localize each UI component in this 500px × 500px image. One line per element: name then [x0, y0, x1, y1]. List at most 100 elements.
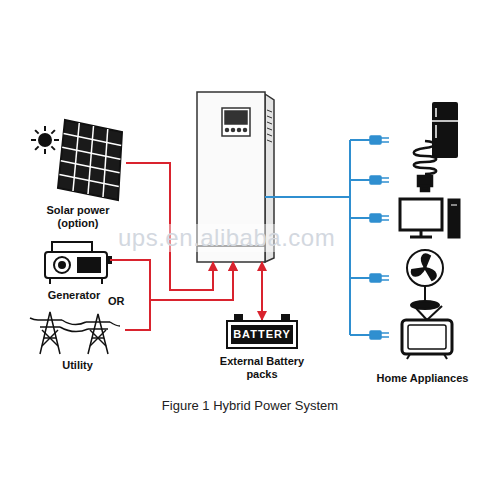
appliance-plugs — [381, 275, 389, 277]
solar-panel — [59, 174, 118, 186]
computer-icon — [448, 199, 460, 238]
computer-icon — [410, 236, 432, 239]
sun-icon — [44, 149, 46, 154]
refrigerator-icon — [435, 108, 437, 117]
fan-icon — [422, 255, 430, 269]
power-towers — [90, 330, 106, 346]
fan-icon — [407, 250, 443, 286]
sun-icon — [54, 139, 59, 141]
sun-icon — [39, 134, 51, 146]
battery-box: BATTERYExternal Battery packs — [215, 320, 309, 381]
inverter-unit — [225, 111, 247, 124]
generator-icon — [101, 278, 103, 284]
node-label: External Battery packs — [215, 355, 309, 381]
fan-icon — [412, 268, 425, 276]
fan-icon — [424, 286, 426, 302]
computer-icon — [451, 205, 457, 206]
appliance-plugs — [370, 214, 381, 222]
inverter-unit — [267, 122, 272, 124]
dc-input-wire — [125, 262, 233, 330]
power-towers — [42, 330, 58, 346]
power-towers — [42, 330, 58, 346]
generator-source: Generator — [38, 238, 110, 302]
node-label: Utility — [62, 359, 93, 372]
television-icon — [402, 306, 452, 359]
generator-icon — [54, 257, 70, 273]
dc-input-wire — [110, 260, 233, 300]
or-label: OR — [108, 295, 125, 308]
appliance-plugs — [381, 141, 389, 143]
fan-icon — [407, 250, 443, 309]
power-towers — [38, 319, 62, 321]
power-towers — [60, 327, 88, 332]
inverter-unit — [267, 128, 272, 130]
solar-panel — [58, 120, 122, 200]
power-towers — [62, 320, 86, 325]
appliance-plugs — [381, 177, 389, 179]
solar-panel — [64, 134, 122, 146]
television-icon — [407, 354, 410, 359]
appliance-plugs — [381, 279, 389, 281]
bulb-icon — [418, 176, 432, 186]
power-towers — [86, 321, 110, 323]
refrigerator-icon — [432, 120, 458, 122]
appliance-plugs — [381, 181, 389, 183]
generator-icon — [49, 278, 51, 284]
appliance-group: Home Appliances — [370, 100, 475, 385]
power-towers — [88, 328, 108, 330]
power-towers — [40, 326, 60, 328]
bulb-icon — [414, 141, 437, 191]
computer-icon — [400, 199, 442, 230]
generator-icon — [52, 242, 92, 252]
generator-icon — [78, 258, 100, 272]
inverter-unit — [232, 129, 235, 132]
node-label: Generator — [48, 289, 101, 302]
refrigerator-icon — [432, 102, 458, 158]
sun-icon — [31, 139, 36, 141]
sun-icon — [44, 126, 46, 131]
utility-source: Utility — [30, 308, 125, 372]
inverter-unit — [244, 129, 247, 132]
television-icon — [444, 354, 447, 359]
generator-icon — [45, 252, 107, 278]
television-icon — [408, 325, 446, 349]
appliance-plugs — [370, 136, 389, 339]
node-label: Home Appliances — [377, 372, 469, 385]
power-towers — [88, 314, 108, 354]
appliance-plugs — [370, 331, 381, 339]
solar-panel — [62, 147, 120, 159]
inverter-unit — [267, 110, 272, 112]
television-icon — [402, 320, 452, 354]
generator-icon — [45, 242, 111, 284]
inverter-unit — [226, 129, 229, 132]
sun-icon — [51, 146, 55, 150]
dc-input-wire — [261, 262, 263, 320]
appliance-plugs — [381, 137, 389, 139]
appliance-plugs — [370, 176, 381, 184]
solar-panel — [58, 120, 122, 200]
power-towers — [40, 312, 60, 354]
inverter-unit — [267, 110, 272, 142]
sun-icon — [51, 130, 55, 134]
appliance-plugs — [370, 136, 381, 144]
television-icon — [414, 306, 427, 320]
computer-icon — [420, 230, 423, 236]
generator-icon — [59, 262, 65, 268]
power-towers — [30, 312, 120, 354]
power-towers — [90, 330, 106, 346]
sun-icon — [31, 126, 59, 154]
solar-panel — [73, 123, 79, 191]
inverter-unit — [267, 116, 272, 118]
bulb-icon — [421, 186, 429, 191]
refrigerator-icon — [435, 125, 437, 138]
appliance-plugs — [370, 274, 381, 282]
appliance-plugs — [381, 215, 389, 217]
solar-panel — [103, 129, 108, 197]
inverter-unit — [238, 129, 241, 132]
inverter-unit — [222, 108, 250, 136]
solar-panel — [88, 126, 94, 194]
solar-panel — [61, 161, 120, 173]
inverter-unit — [267, 134, 272, 136]
